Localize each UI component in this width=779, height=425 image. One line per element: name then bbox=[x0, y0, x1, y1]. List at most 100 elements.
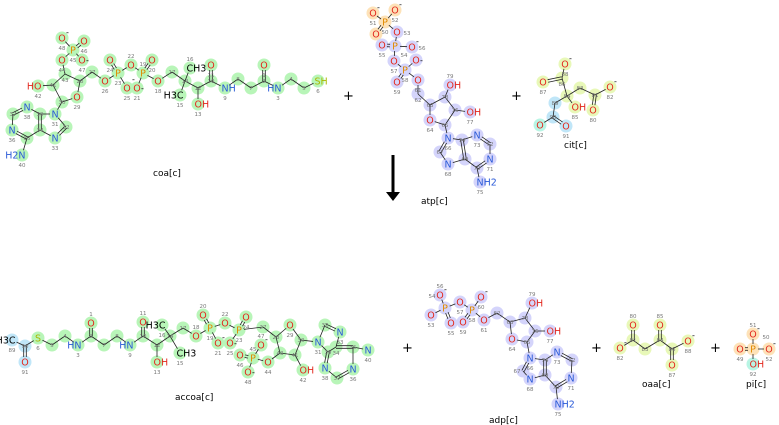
atom-number: 36 bbox=[350, 377, 357, 383]
atom-symbol: O bbox=[390, 57, 397, 68]
atom: O85 bbox=[656, 314, 664, 332]
atom-highlight bbox=[15, 148, 29, 162]
atom-number: 19 bbox=[140, 62, 147, 68]
atom: P23 bbox=[236, 326, 243, 345]
atom: O bbox=[372, 30, 379, 41]
atom: O-51 bbox=[749, 323, 760, 341]
atom: 86 bbox=[669, 347, 676, 353]
atom-number: 7 bbox=[249, 86, 253, 92]
atom-symbol: H3C bbox=[164, 91, 184, 102]
atom-number: 87 bbox=[669, 373, 676, 379]
atom-symbol: N bbox=[8, 126, 15, 137]
atom-highlight bbox=[136, 315, 150, 329]
atom-symbol: N bbox=[526, 354, 533, 365]
atom-number: 65 bbox=[442, 123, 449, 129]
atom: 63 bbox=[507, 320, 514, 326]
charge-sign: - bbox=[66, 28, 69, 37]
single-bond bbox=[292, 328, 302, 341]
atom-number: 43 bbox=[277, 351, 284, 357]
atom-highlight bbox=[470, 128, 484, 142]
single-bond bbox=[524, 317, 536, 332]
atom-highlight bbox=[398, 63, 412, 77]
single-bond bbox=[579, 87, 596, 96]
atom-highlight bbox=[558, 57, 572, 71]
single-bond bbox=[142, 335, 158, 346]
atom-number: 91 bbox=[22, 370, 29, 376]
atom-symbol: O bbox=[133, 84, 140, 95]
atom-number: 17 bbox=[180, 326, 187, 332]
atom-symbol: O bbox=[369, 9, 376, 20]
atom-number: 11 bbox=[208, 73, 215, 79]
single-bond bbox=[524, 307, 531, 319]
atom-number: 21 bbox=[134, 96, 141, 102]
atom-number: 50 bbox=[382, 30, 389, 36]
atom-highlight bbox=[75, 53, 89, 67]
atom-number: 30 bbox=[298, 338, 305, 344]
plus-sign-2: + bbox=[511, 89, 522, 104]
atom-highlight bbox=[366, 6, 380, 20]
double-bond bbox=[111, 64, 115, 70]
single-bond bbox=[552, 102, 556, 118]
single-bond bbox=[388, 24, 394, 30]
atom-number: 12 bbox=[195, 86, 202, 92]
atom: O-60 bbox=[477, 287, 488, 311]
atom: P50 bbox=[750, 335, 770, 356]
atom-highlight bbox=[433, 288, 447, 302]
double-bond bbox=[113, 63, 117, 69]
single-bond bbox=[11, 113, 14, 126]
atom-number: 32 bbox=[322, 323, 329, 329]
atom: 72 bbox=[569, 358, 576, 364]
atom-number: 58 bbox=[469, 318, 476, 324]
single-bond bbox=[452, 138, 463, 141]
atom-symbol: O bbox=[199, 311, 206, 322]
atom-highlight bbox=[423, 113, 437, 127]
single-bond bbox=[232, 333, 237, 340]
atom-symbol: O bbox=[606, 83, 613, 94]
single-bond bbox=[211, 332, 217, 339]
atom-number: 41 bbox=[50, 83, 57, 89]
atom: 30 bbox=[298, 338, 305, 344]
atom-highlight bbox=[191, 97, 205, 111]
single-bond bbox=[138, 77, 142, 84]
atom-symbol: P bbox=[750, 345, 756, 356]
atom: O92 bbox=[536, 121, 543, 140]
single-bond bbox=[200, 330, 206, 334]
single-bond bbox=[463, 304, 469, 308]
atom-symbol: O bbox=[561, 60, 568, 71]
atom-highlight bbox=[70, 90, 84, 104]
atom-number: 80 bbox=[590, 118, 597, 124]
atom-number: 73 bbox=[474, 143, 481, 149]
single-bond bbox=[77, 80, 81, 93]
atom: O29 bbox=[73, 93, 81, 112]
atom-highlight bbox=[505, 332, 519, 346]
atom-number: 17 bbox=[169, 70, 176, 76]
atom-symbol: N bbox=[444, 160, 451, 171]
double-bond bbox=[400, 74, 404, 79]
atom-number: 14 bbox=[167, 334, 174, 340]
atom-number: 11 bbox=[140, 311, 147, 317]
atom-highlight bbox=[438, 301, 452, 315]
atom: 62 bbox=[415, 98, 422, 104]
compound-label-coa: coa[c] bbox=[153, 169, 181, 179]
atom-number: 55 bbox=[379, 53, 386, 59]
single-bond bbox=[570, 359, 573, 374]
atom-number: 56 bbox=[437, 284, 444, 290]
atom: O-82 bbox=[606, 77, 617, 101]
atom-highlight bbox=[533, 118, 547, 132]
atom: 17 bbox=[169, 70, 176, 76]
atom-number: 63 bbox=[427, 103, 434, 109]
atom-number: 9 bbox=[223, 96, 227, 102]
atom: NH9 bbox=[222, 84, 236, 103]
atom-symbol: O bbox=[629, 321, 636, 332]
atom-number: 3 bbox=[276, 96, 280, 102]
bonds-cit bbox=[533, 57, 617, 133]
atom-highlight bbox=[136, 66, 150, 80]
atom-highlight bbox=[586, 103, 600, 117]
atom: O55 bbox=[447, 319, 455, 338]
atom-number: 87 bbox=[540, 90, 547, 96]
atom: N33 bbox=[336, 328, 344, 347]
atom-number: 74 bbox=[459, 138, 466, 144]
atom: 12 bbox=[195, 86, 202, 92]
